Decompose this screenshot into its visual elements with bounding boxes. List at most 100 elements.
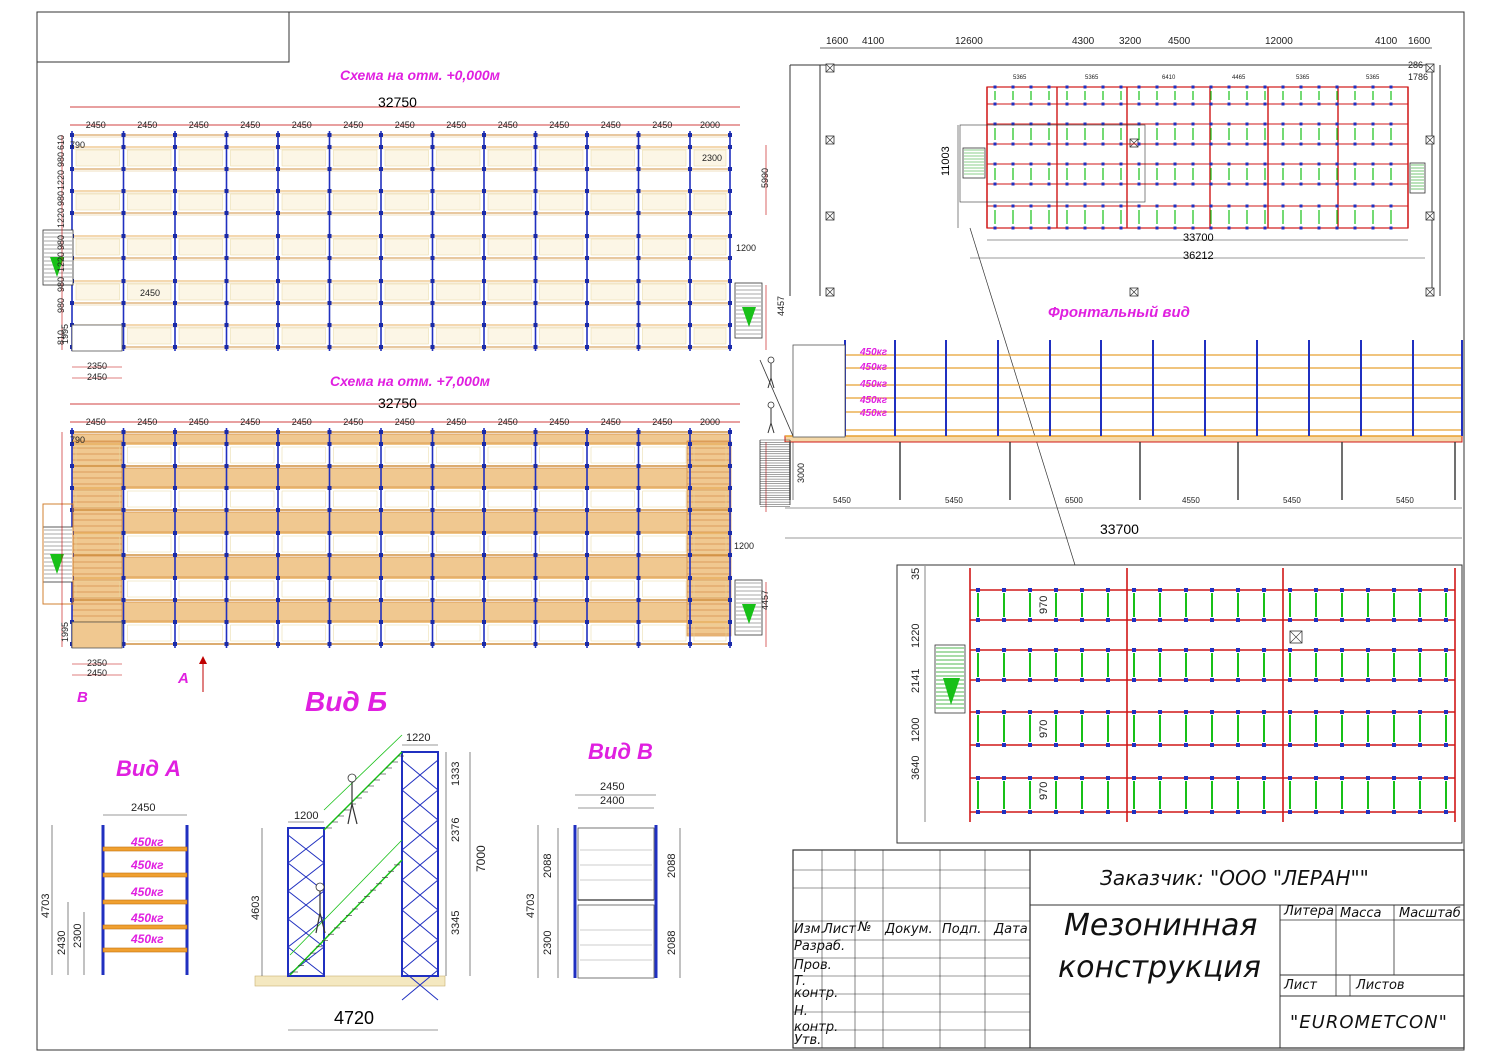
plan0-shelf	[693, 238, 727, 256]
detail-node	[1418, 743, 1422, 747]
person-leg	[767, 377, 772, 389]
plan7-node	[585, 531, 589, 535]
side-dim: 980	[56, 190, 66, 206]
plan7-node	[430, 486, 435, 490]
detail-node	[1262, 618, 1266, 622]
plan7-node	[224, 486, 229, 490]
plan0-shelf	[178, 327, 223, 345]
mezz-node	[1083, 102, 1087, 106]
mezz-node	[1083, 226, 1087, 230]
mezz-node	[1209, 102, 1213, 106]
plan7-shelf	[127, 580, 172, 598]
detail-node	[1080, 710, 1084, 714]
plan7-shelf	[230, 624, 275, 642]
mezz-node	[1317, 102, 1321, 106]
plan0-node	[636, 301, 641, 305]
plan7-node	[482, 442, 486, 446]
detail-node	[1314, 588, 1318, 592]
vid-b-rail	[323, 734, 403, 811]
mezz-node	[1263, 182, 1267, 186]
drawing-name-line2: конструкция	[1058, 950, 1261, 985]
plan7-node	[482, 642, 486, 646]
mezz-node	[1191, 226, 1195, 230]
detail-node	[1080, 648, 1084, 652]
detail-node	[976, 743, 980, 747]
plan0-node	[276, 345, 280, 349]
detail-node	[1288, 776, 1292, 780]
top-dim: 4100	[1375, 36, 1398, 47]
plan0-shelf	[127, 238, 172, 256]
detail-node	[1366, 710, 1370, 714]
vid-b-total: 7000	[474, 845, 488, 872]
detail-node	[1210, 648, 1214, 652]
mezz-node	[1173, 182, 1177, 186]
plan0-node	[379, 189, 383, 193]
customer-label: Заказчик: "ООО "ЛЕРАН""	[1100, 866, 1369, 890]
plan7-node	[379, 553, 383, 557]
vid-b-top: 1220	[406, 732, 431, 744]
vid-b-brace	[401, 879, 439, 911]
detail-node	[976, 648, 980, 652]
plan7-node	[728, 464, 732, 468]
mezz-node	[1173, 162, 1177, 166]
detail-node	[1262, 743, 1266, 747]
plan0-shelf	[590, 283, 635, 301]
mezz-node	[1011, 142, 1015, 146]
mezz-node	[1155, 85, 1159, 89]
vid-v-w1: 2450	[600, 781, 625, 793]
vid-b-right2: 2376	[450, 817, 462, 842]
mezz-node	[1281, 226, 1285, 230]
front-title: Фронтальный вид	[1048, 304, 1190, 321]
mezz-node	[1371, 162, 1375, 166]
vid-b-brace	[401, 819, 439, 851]
bay-dim: 2450	[291, 120, 312, 130]
detail-node	[1158, 588, 1162, 592]
detail-node	[1366, 678, 1370, 682]
detail-node	[1392, 743, 1396, 747]
plan0-node	[430, 279, 435, 283]
detail-node	[1314, 648, 1318, 652]
detail-node	[1444, 588, 1448, 592]
mezz-node	[1191, 162, 1195, 166]
plan0-node	[533, 234, 538, 238]
detail-node	[1366, 776, 1370, 780]
bay-dim: 2450	[188, 120, 209, 130]
plan7-node	[430, 553, 435, 557]
plan7-node	[533, 642, 538, 646]
plan0-shelf	[281, 283, 326, 301]
mezz-node	[1047, 122, 1051, 126]
plan7-node	[430, 464, 435, 468]
detail-column-marker-cross	[1289, 630, 1303, 644]
plan7-dim-1995: 1995	[60, 621, 70, 642]
plan7-shelf	[642, 535, 687, 553]
detail-node	[976, 588, 980, 592]
plan7-node	[430, 430, 435, 434]
mezz-node	[1299, 102, 1303, 106]
person-leg	[315, 912, 321, 934]
plan7-node	[121, 553, 126, 557]
plan0-node	[70, 189, 74, 193]
plan0-shelf	[127, 149, 172, 167]
plan7-shelf	[693, 446, 727, 464]
mezz-node	[1317, 142, 1321, 146]
mezz-node	[1227, 85, 1231, 89]
column-marker-cross	[825, 135, 835, 145]
detail-node	[1340, 618, 1344, 622]
mezz-node	[1029, 162, 1033, 166]
mezz-node	[1335, 204, 1339, 208]
column-marker-cross	[1129, 138, 1139, 148]
plan7-node	[533, 553, 538, 557]
person-leg	[319, 912, 326, 934]
plan0-node	[482, 234, 486, 238]
mezz-node	[1353, 162, 1357, 166]
detail-node	[1392, 678, 1396, 682]
plan7-shelf	[281, 490, 326, 508]
plan7-shelf	[487, 446, 532, 464]
vid-a-load: 450кг	[131, 835, 164, 849]
mezz-node	[1137, 142, 1141, 146]
mezz-node	[1137, 122, 1141, 126]
plan7-shelf	[127, 490, 172, 508]
inner-dim: 5365	[1013, 75, 1027, 81]
plan7-node	[482, 620, 486, 624]
mezz-node	[1101, 226, 1105, 230]
